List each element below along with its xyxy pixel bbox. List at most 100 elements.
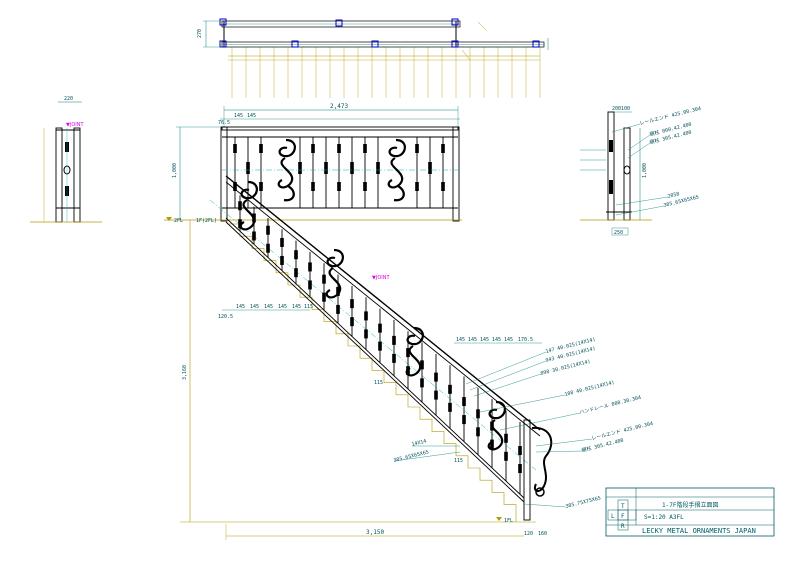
stair-scroll bbox=[326, 248, 344, 268]
baluster-collar bbox=[364, 311, 368, 321]
baluster-collar bbox=[378, 341, 382, 351]
leader-line bbox=[473, 373, 542, 397]
plan-fitting bbox=[371, 40, 379, 48]
side-right-top: 200100 bbox=[612, 106, 630, 112]
stair-total-height: 3,160 bbox=[182, 365, 188, 380]
stair-pitch-right: 145 145 145 145 145 170.5 bbox=[456, 337, 533, 343]
plan-fitting bbox=[451, 18, 459, 26]
stair-base-width: 3,150 bbox=[366, 529, 384, 536]
side-callout-leaders bbox=[580, 123, 669, 216]
stair-pitch-bottom: 145 145 145 145 145 115 bbox=[236, 304, 313, 310]
baluster-collar bbox=[364, 329, 368, 339]
pitch-value: 145 bbox=[250, 304, 259, 310]
baluster-collar bbox=[298, 162, 302, 174]
baluster-collar bbox=[252, 231, 256, 241]
leader-line bbox=[479, 394, 566, 413]
right-side-view: 200100 1,000 250 レールエンド 425.00.304 親柱 00… bbox=[580, 106, 702, 236]
callout: 2058 bbox=[667, 191, 680, 200]
left-side-view: 220 ▼JOINT bbox=[30, 96, 102, 223]
plan-width-label: 270 bbox=[197, 29, 203, 38]
baluster-collar bbox=[311, 144, 315, 153]
leader-line bbox=[469, 360, 547, 391]
plan-fitting bbox=[291, 40, 299, 48]
stair-base-right: 160 bbox=[538, 531, 547, 537]
baluster-collar bbox=[280, 237, 284, 247]
baluster-collar bbox=[246, 162, 250, 174]
baluster-collar bbox=[476, 409, 480, 419]
pitch-value: 145 bbox=[480, 337, 489, 343]
side-callouts: レールエンド 425.00.304 親柱 000.42.400 親柱 305.4… bbox=[639, 106, 702, 209]
stair-small-dim: 115 bbox=[454, 458, 463, 464]
baluster-collar bbox=[233, 182, 237, 191]
stair-scroll bbox=[488, 400, 506, 420]
upper-balusters bbox=[233, 137, 445, 208]
leader-line bbox=[627, 134, 651, 151]
pitch-value: 145 bbox=[264, 304, 273, 310]
baluster-collar bbox=[259, 144, 263, 153]
plan-view: 270 bbox=[197, 18, 549, 98]
baluster-collar bbox=[311, 182, 315, 191]
stair-scroll bbox=[239, 199, 256, 231]
stair-scroll bbox=[325, 267, 342, 299]
pitch-value: 145 bbox=[236, 304, 245, 310]
baluster-collar bbox=[324, 162, 328, 174]
stair-railing: ▼JOINT 3,160 3,150 145 145 145 145 145 1… bbox=[180, 175, 654, 540]
tb-box: T bbox=[621, 503, 625, 510]
baluster-collar bbox=[336, 286, 340, 296]
baluster-collar bbox=[420, 360, 424, 370]
baluster-collar bbox=[378, 323, 382, 333]
upper-railing: 2,473 76.5 145 145 1,000 bbox=[164, 103, 462, 224]
stair-steps bbox=[228, 223, 517, 522]
elevation-pitch: 145 bbox=[234, 113, 243, 119]
stair-small-dim: 115 bbox=[374, 380, 383, 386]
baluster-collar bbox=[415, 182, 419, 191]
baluster-collar bbox=[337, 182, 341, 191]
tb-company: LECKY METAL ORNAMENTS JAPAN bbox=[642, 527, 756, 535]
baluster-collar bbox=[406, 348, 410, 358]
side-right-bottom: 250 bbox=[614, 230, 623, 236]
pitch-value: 145 bbox=[492, 337, 501, 343]
baluster-collar bbox=[504, 433, 508, 443]
stair-base-right: 120 bbox=[524, 531, 533, 537]
baluster-collar bbox=[448, 384, 452, 394]
leader-line bbox=[627, 142, 651, 159]
leader-line bbox=[611, 123, 641, 133]
side-left-width: 220 bbox=[64, 96, 73, 102]
baluster-collar bbox=[434, 390, 438, 400]
baluster-collar bbox=[350, 162, 354, 174]
stair-callout-leaders bbox=[393, 351, 593, 508]
baluster-collar bbox=[392, 353, 396, 363]
baluster-collar bbox=[233, 144, 237, 153]
leader-line bbox=[393, 451, 461, 462]
stair-joint-mark: ▼JOINT bbox=[372, 275, 390, 281]
baluster-collar bbox=[441, 144, 445, 153]
side-right-height: 1,000 bbox=[642, 163, 648, 178]
top-level-mark: 1F(2FL) bbox=[196, 218, 217, 224]
callout: ハンドレール 000.30.304 bbox=[579, 395, 642, 416]
plan-fitting bbox=[532, 40, 540, 48]
stair-left-offset: 120.5 bbox=[218, 314, 233, 320]
title-block: T L F R 1-7F階段手摺立面図 S=1:20 A3FL LECKY ME… bbox=[605, 487, 775, 537]
baluster-collar bbox=[308, 262, 312, 272]
baluster-collar bbox=[462, 397, 466, 407]
callout: 305.75X75X65 bbox=[565, 495, 602, 510]
baluster-collar bbox=[322, 274, 326, 284]
baluster-collar bbox=[448, 402, 452, 412]
stair-scroll bbox=[240, 180, 258, 200]
leader-line bbox=[535, 438, 593, 447]
baluster-collar bbox=[308, 280, 312, 290]
baluster-collar bbox=[238, 219, 242, 229]
baluster-collar bbox=[350, 299, 354, 309]
baluster-collar bbox=[266, 243, 270, 253]
stair-scroll bbox=[406, 326, 424, 346]
upper-scroll-panel bbox=[387, 138, 406, 202]
baluster-collar bbox=[280, 255, 284, 265]
baluster-collar bbox=[476, 427, 480, 437]
leader-line bbox=[465, 351, 547, 385]
baluster-collar bbox=[428, 162, 432, 174]
callout: 14X14 bbox=[411, 438, 427, 447]
baluster-collar bbox=[322, 292, 326, 302]
pitch-value: 145 bbox=[278, 304, 287, 310]
leader-line bbox=[615, 205, 665, 216]
